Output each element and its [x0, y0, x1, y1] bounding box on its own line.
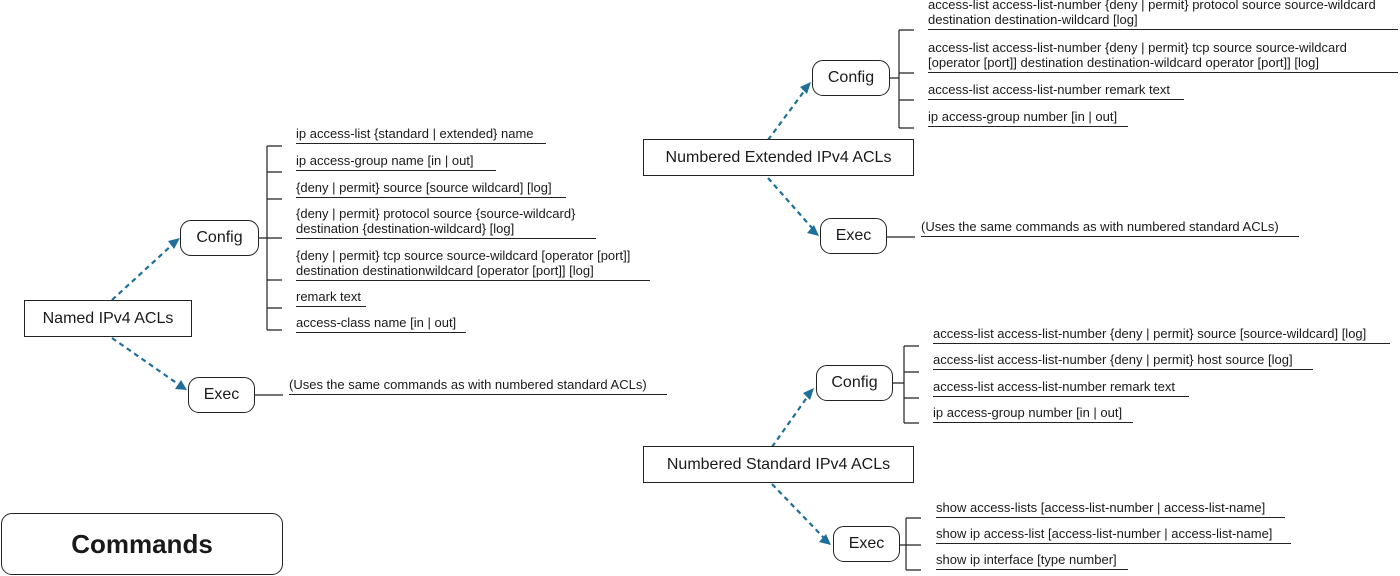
named-config-cmd-5-line2: destination destinationwildcard [operato… — [296, 263, 594, 278]
arrow-extended-config — [767, 89, 806, 141]
standard-config-cmd-2: access-list access-list-number {deny | p… — [933, 352, 1313, 370]
arrow-extended-exec — [767, 177, 813, 229]
bracket-named-config — [259, 145, 282, 331]
standard-exec-node: Exec — [833, 526, 900, 562]
standard-config-cmd-1: access-list access-list-number {deny | p… — [933, 326, 1390, 344]
named-config-node: Config — [180, 220, 259, 256]
named-exec-cmd-1: (Uses the same commands as with numbered… — [289, 377, 667, 395]
named-config-cmd-2: ip access-group name [in | out] — [296, 153, 496, 171]
commands-title: Commands — [1, 513, 283, 575]
standard-config-node: Config — [816, 365, 893, 401]
extended-exec-cmd-1: (Uses the same commands as with numbered… — [921, 219, 1299, 237]
arrowhead-standard-config — [803, 388, 814, 400]
bracket-standard-config — [893, 345, 919, 424]
standard-config-cmd-3: access-list access-list-number remark te… — [933, 379, 1189, 397]
named-config-cmd-5-line1: {deny | permit} tcp source source-wildca… — [296, 248, 631, 263]
arrow-standard-exec — [771, 483, 825, 539]
arrowhead-extended-config — [800, 82, 811, 94]
arrowhead-extended-exec — [807, 225, 819, 236]
arrowhead-named-config — [168, 238, 180, 249]
named-config-cmd-7: access-class name [in | out] — [296, 315, 466, 333]
named-exec-node: Exec — [188, 377, 255, 413]
named-config-cmd-6: remark text — [296, 289, 366, 307]
arrowhead-named-exec — [175, 380, 187, 390]
extended-config-cmd-2: access-list access-list-number {deny | p… — [928, 40, 1398, 73]
extended-config-cmd-1-line1: access-list access-list-number {deny | p… — [928, 0, 1376, 12]
arrow-standard-config — [771, 395, 809, 448]
bracket-extended-config — [890, 29, 914, 129]
arrow-named-config — [111, 244, 173, 301]
standard-exec-cmd-3: show ip interface [type number] — [936, 552, 1128, 570]
extended-config-cmd-2-line2: [operator [port]] destination destinatio… — [928, 55, 1319, 70]
extended-config-cmd-3: access-list access-list-number remark te… — [928, 82, 1184, 100]
standard-acl-node: Numbered Standard IPv4 ACLs — [643, 446, 914, 483]
extended-config-cmd-1: access-list access-list-number {deny | p… — [928, 0, 1398, 30]
named-config-cmd-4-line2: destination {destination-wildcard} [log] — [296, 221, 515, 236]
named-config-cmd-1: ip access-list {standard | extended} nam… — [296, 126, 546, 144]
extended-config-node: Config — [812, 60, 890, 96]
standard-exec-cmd-1: show access-lists [access-list-number | … — [936, 500, 1285, 518]
extended-exec-node: Exec — [820, 218, 887, 254]
named-config-cmd-3: {deny | permit} source [source wildcard]… — [296, 180, 566, 198]
extended-config-cmd-4: ip access-group number [in | out] — [928, 109, 1128, 127]
standard-exec-cmd-2: show ip access-list [access-list-number … — [936, 526, 1291, 544]
standard-config-cmd-4: ip access-group number [in | out] — [933, 405, 1133, 423]
extended-acl-node: Numbered Extended IPv4 ACLs — [643, 139, 914, 176]
named-config-cmd-4-line1: {deny | permit} protocol source {source-… — [296, 206, 576, 221]
named-acl-node: Named IPv4 ACLs — [24, 300, 192, 337]
arrowhead-standard-exec — [819, 534, 831, 545]
named-config-cmd-4: {deny | permit} protocol source {source-… — [296, 206, 596, 239]
extended-config-cmd-1-line2: destination destination-wildcard [log] — [928, 12, 1138, 27]
extended-config-cmd-2-line1: access-list access-list-number {deny | p… — [928, 40, 1347, 55]
named-config-cmd-5: {deny | permit} tcp source source-wildca… — [296, 248, 650, 281]
arrow-named-exec — [111, 337, 179, 385]
